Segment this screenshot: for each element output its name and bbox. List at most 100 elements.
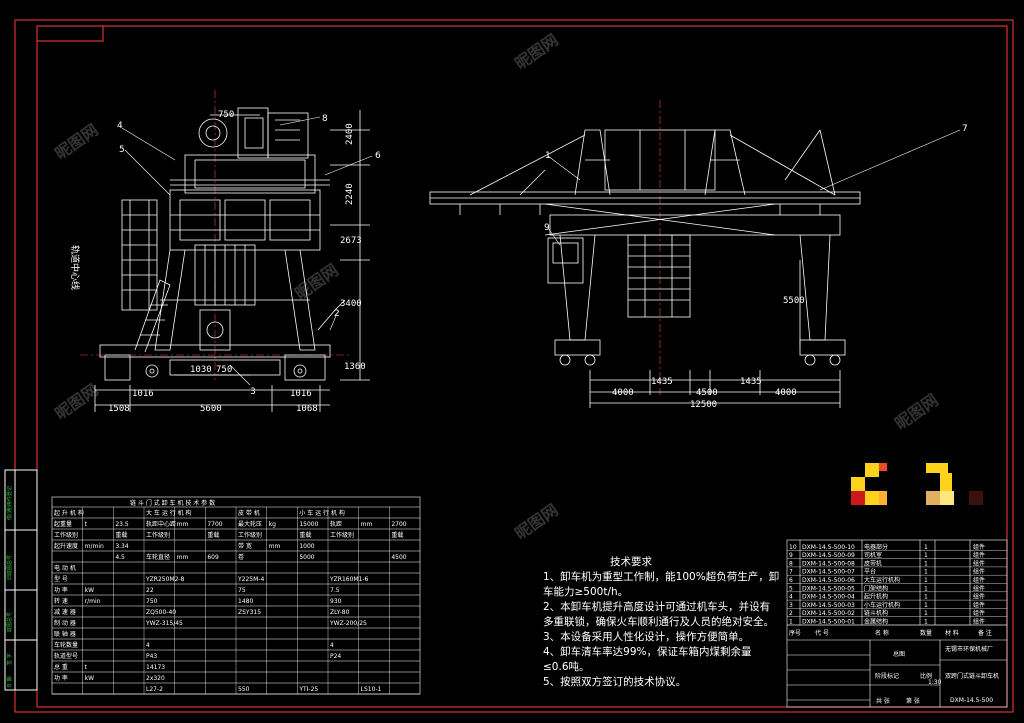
parts-header-cell: 数量 (920, 629, 932, 637)
parts-list-cell: DXM-14.5-500-02 (802, 610, 855, 617)
param-table-cell: 5000 (299, 554, 314, 561)
watermark-text: 昵图网 (51, 380, 101, 423)
parts-list-cell: 组件 (973, 593, 985, 601)
parts-list-cell: 1 (924, 560, 928, 567)
drawing-number: DXM-14.5-500 (950, 697, 993, 704)
parts-list-cell: 组件 (973, 584, 985, 592)
param-table-cell: mm (361, 521, 373, 528)
watermark-text: 昵图网 (511, 500, 561, 543)
param-table-cell: 最大轮压 (238, 520, 262, 528)
parts-list-cell: 1 (924, 552, 928, 559)
parts-list-cell: 8 (789, 560, 793, 567)
parts-header-cell: 序号 (789, 629, 801, 637)
parts-list-cell: 1 (924, 569, 928, 576)
parts-list-cell: 3 (789, 602, 793, 609)
dim-height-a: 2673 (340, 236, 362, 246)
param-table-cell: 7.5 (330, 587, 340, 594)
balloon-7: 7 (962, 124, 968, 134)
tech-title: 技术要求 (610, 555, 652, 568)
parts-list-cell: 1 (924, 619, 928, 626)
parts-list-cell: DXM-14.5-500-03 (802, 602, 855, 609)
param-table-cell: YZR160M1-6 (329, 576, 369, 583)
param-table-cell: 工作级别 (238, 531, 262, 539)
param-table-cell: 550 (238, 686, 250, 693)
parts-list-cell: 6 (789, 577, 793, 584)
sheet-total: 共 张 (876, 697, 890, 705)
parts-list-cell: 7 (789, 569, 793, 576)
param-table-cell: LS10-1 (361, 686, 382, 693)
front-view-drawing (429, 100, 961, 408)
param-table-cell: 1000 (299, 543, 314, 550)
dim-height-upper: 2400 (345, 123, 355, 145)
dim-wheel-a: 1030 (190, 365, 212, 375)
tech-line: 4、卸车清车率达99%，保证车箱内煤剩余量 (543, 645, 752, 658)
param-table-title: 链 斗 门 式 卸 车 机 技 术 参 数 (130, 499, 215, 507)
param-table-cell: ZSY315 (238, 609, 261, 616)
parts-list-cell: DXM-14.5-500-06 (802, 577, 855, 584)
parts-list-cell: DXM-14.5-500-05 (802, 585, 855, 592)
parts-list-cell: 9 (789, 552, 793, 559)
parts-list-cell: 1 (924, 610, 928, 617)
balloon-4: 4 (117, 121, 123, 131)
param-table-cell: 小 车 运 行 机 构 (299, 509, 345, 517)
dim-front-right: 4000 (775, 388, 797, 398)
param-table-cell: 750 (146, 598, 158, 605)
param-table-cell: 工作级别 (146, 531, 170, 539)
param-table-cell: 转 速 (54, 597, 68, 605)
param-table-cell: 起重量 (54, 520, 72, 528)
parts-list-frame (786, 539, 1008, 708)
param-table-cell: 功 率 (54, 586, 68, 594)
param-table-cell: P43 (146, 653, 157, 660)
parts-header-cell: 名 称 (875, 629, 889, 637)
dim-front-total: 12500 (690, 400, 717, 410)
watermark-text: 昵图网 (291, 260, 341, 303)
front-view-dimensions: 5500 1435 1435 4000 4500 4000 12500 1 7 … (544, 124, 968, 410)
parts-list-cell: DXM-14.5-500-04 (802, 594, 855, 601)
param-table-cell: ZLY-80 (330, 609, 350, 616)
parts-list-cell: DXM-14.5-500-08 (802, 560, 855, 567)
param-table-cell: 大 车 运 行 机 构 (146, 509, 192, 517)
param-table-cell: kg (269, 521, 276, 528)
param-table-cell: mm (177, 554, 189, 561)
param-table-cell: YWZ-200/25 (329, 620, 367, 627)
watermark-text: 昵图网 (891, 390, 941, 433)
color-swatch-group (851, 463, 983, 505)
param-table-cell: YWZ-315/45 (145, 620, 183, 627)
sheet-number: 第 张 (906, 697, 920, 705)
param-table-cell: 2700 (391, 521, 406, 528)
balloon-9: 9 (544, 223, 550, 233)
param-table-cell: kW (85, 587, 94, 594)
parts-list-cell: 1 (924, 594, 928, 601)
param-table-cell: 制 动 器 (54, 619, 76, 627)
param-table-cell: 4.5 (115, 554, 125, 561)
parts-list-cell: DXM-14.5-500-07 (802, 569, 855, 576)
parts-list-cell: 起升机构 (864, 593, 888, 601)
param-table-cell: YTI-25 (298, 686, 318, 693)
parts-list-cell: 大车运行机构 (864, 576, 900, 584)
tech-line: 1、卸车机为重型工作制，能100%超负荷生产，卸 (543, 570, 779, 583)
parts-list-cell: 组件 (973, 601, 985, 609)
parts-list-cell: 组件 (973, 618, 985, 626)
dim-front-b: 1435 (740, 377, 762, 387)
param-table-cell: 4500 (391, 554, 406, 561)
param-table-cell: 电 动 机 (54, 564, 76, 572)
parts-list-cell: DXM-14.5-500-01 (802, 619, 855, 626)
balloon-5: 5 (119, 145, 125, 155)
parts-list-cell: 司机室 (864, 551, 882, 559)
company-name: 无锡市环保机械厂 (945, 645, 993, 653)
dim-top-width: 750 (218, 110, 234, 120)
param-table-cell: 带 宽 (238, 542, 252, 550)
param-table-cell: 轨距中心距 (146, 520, 176, 528)
parts-list-cell: 10 (789, 544, 797, 551)
param-table-cell: 15000 (299, 521, 318, 528)
param-table-cell: 皮 带 机 (238, 509, 260, 517)
dim-span-right: 1068 (296, 404, 318, 414)
parts-list-cell: 链斗机构 (864, 609, 888, 617)
param-table-cell: P24 (330, 653, 341, 660)
param-table-cell: ZQ500-40 (146, 609, 176, 616)
dim-span-left: 1508 (108, 404, 130, 414)
side-view-drawing (80, 90, 373, 412)
param-table-cell: 3.34 (115, 543, 129, 550)
param-table-cell: 4 (330, 642, 334, 649)
